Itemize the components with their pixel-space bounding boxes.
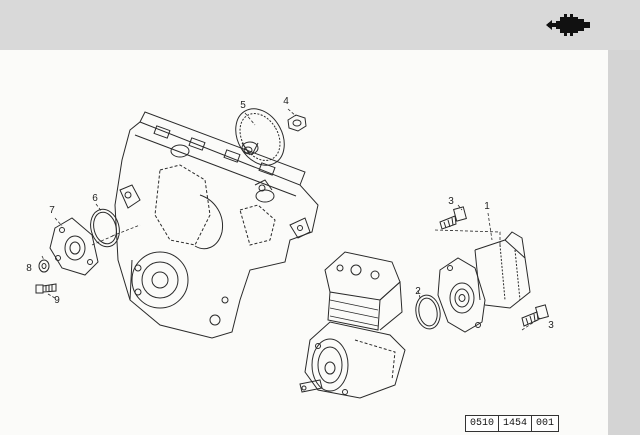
doc-number-part-3: 001	[531, 416, 558, 431]
top-strip	[0, 0, 640, 50]
document-number-box: 0510 1454 001	[465, 415, 560, 432]
callout-2: 2	[415, 286, 421, 297]
nut-part-4	[287, 114, 307, 132]
callout-9: 9	[54, 295, 60, 306]
callout-1: 1	[484, 201, 490, 212]
callout-6: 6	[92, 193, 98, 204]
doc-number-part-1: 0510	[470, 418, 495, 429]
callout-3-lower: 3	[548, 320, 554, 331]
gasket-ring-part-2	[415, 294, 441, 330]
hydraulic-pump-part-1	[437, 231, 531, 333]
cover-plate-part-7	[49, 217, 99, 276]
gear-part-5	[235, 108, 285, 166]
bolt-part-3-upper	[439, 206, 467, 230]
right-edge	[608, 50, 640, 435]
washer-part-8	[38, 259, 50, 273]
doc-number-part-2: 1454	[498, 416, 531, 431]
gasket-ring-part-6	[90, 208, 120, 248]
engine-section-icon	[546, 14, 590, 36]
callout-8: 8	[26, 263, 32, 274]
callout-7: 7	[49, 205, 55, 216]
bolt-part-9	[35, 283, 57, 294]
callout-3-upper: 3	[448, 196, 454, 207]
callout-5: 5	[240, 100, 246, 111]
bolt-part-3-lower	[521, 304, 549, 327]
air-compressor	[299, 251, 406, 399]
callout-4: 4	[283, 96, 289, 107]
timing-case-housing	[114, 111, 319, 339]
leader-lines	[41, 108, 541, 331]
diagram-sheet	[0, 50, 608, 435]
